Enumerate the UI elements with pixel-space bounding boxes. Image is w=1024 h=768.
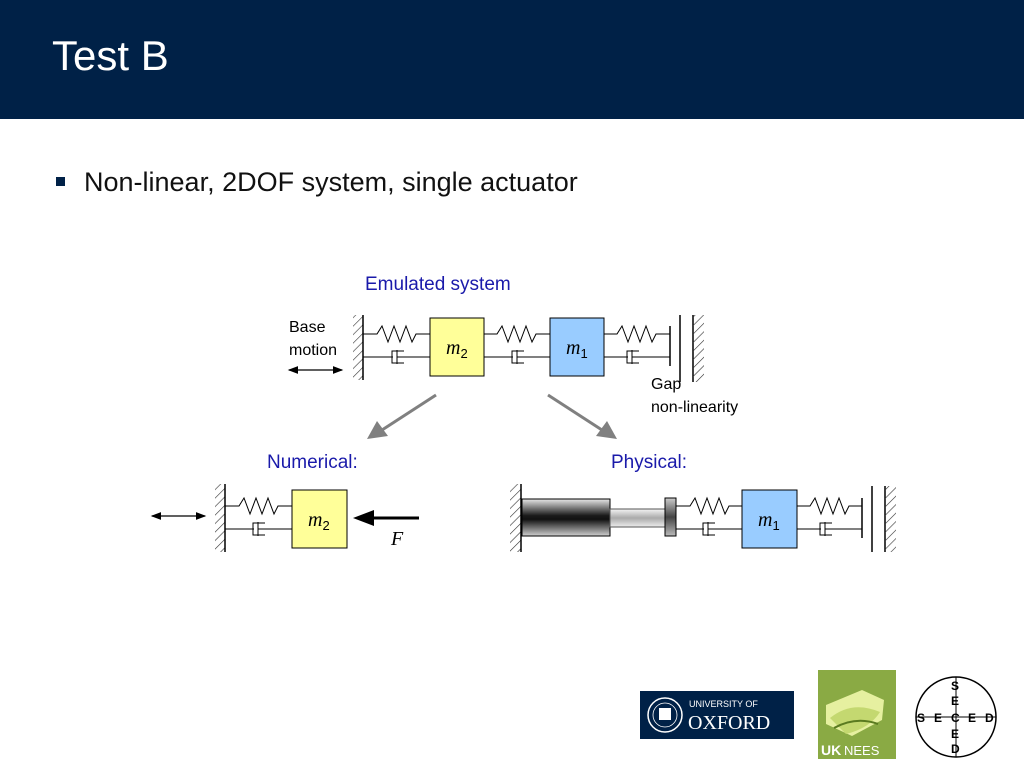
m2-numerical-label: m2 <box>308 509 330 533</box>
split-arrow-left <box>367 393 437 439</box>
oxford-logo-line2: OXFORD <box>688 712 770 734</box>
mass-m2-emulated: m2 <box>429 317 485 377</box>
force-label: F <box>390 528 404 550</box>
damper-m1-gap-physical <box>797 522 862 536</box>
oxford-logo: UNIVERSITY OF OXFORD <box>640 691 794 739</box>
seced-row-5: D <box>985 711 994 725</box>
mass-m2-numerical: m2 <box>291 489 348 549</box>
uk-nees-uk: UK <box>821 742 841 758</box>
uk-nees-nees: NEES <box>844 743 880 758</box>
damper-wall-m2 <box>363 350 430 364</box>
damper-numerical <box>225 522 292 536</box>
emulated-system-label: Emulated system <box>365 274 511 295</box>
bullet-marker <box>56 177 65 186</box>
seced-row-2: E <box>934 711 942 725</box>
seced-logo: S E C E D S E E D <box>915 676 997 758</box>
seced-row-3: C <box>951 711 960 725</box>
seced-row-4: E <box>968 711 976 725</box>
physical-label: Physical: <box>611 452 687 473</box>
uk-nees-logo: UK NEES <box>818 670 896 759</box>
m2-label: m2 <box>446 337 468 361</box>
seced-col-2: E <box>951 694 959 708</box>
m1-label: m1 <box>566 337 588 361</box>
force-arrow <box>353 510 419 526</box>
seced-col-4: E <box>951 727 959 741</box>
spring-m1-gap <box>604 324 670 344</box>
m1-physical-label: m1 <box>758 509 780 533</box>
actuator-cylinder <box>521 498 611 537</box>
numerical-label: Numerical: <box>267 452 358 473</box>
gap-label-line2: non-linearity <box>651 399 738 416</box>
gap-label-line1: Gap <box>651 376 681 393</box>
slide-title: Test B <box>52 32 169 79</box>
bullet-text: Non-linear, 2DOF system, single actuator <box>84 167 578 197</box>
mass-m1-emulated: m1 <box>549 317 605 377</box>
spring-wall-m2 <box>363 324 430 344</box>
physical-left-wall <box>510 484 522 552</box>
numerical-wall <box>215 484 226 552</box>
seced-col-1: S <box>951 679 959 693</box>
spring-m2-m1 <box>484 324 550 344</box>
seced-row-1: S <box>917 711 925 725</box>
split-arrow-right <box>547 393 617 439</box>
emulated-left-wall <box>353 315 364 380</box>
title-bar: Test B <box>0 0 1024 119</box>
emulated-right-wall <box>679 315 704 382</box>
seced-col-5: D <box>951 742 960 756</box>
base-motion-label-line1: Base <box>289 319 326 336</box>
actuator-rod <box>609 508 667 528</box>
damper-m2-m1 <box>484 350 550 364</box>
base-motion-label-line2: motion <box>289 342 337 359</box>
physical-right-wall <box>871 486 896 552</box>
actuator-piston <box>664 497 677 537</box>
spring-m1-gap-physical <box>797 496 862 516</box>
damper-m1-gap <box>604 350 670 364</box>
mass-m1-physical: m1 <box>741 489 798 549</box>
spring-numerical <box>225 496 292 516</box>
oxford-logo-line1: UNIVERSITY OF <box>689 699 758 709</box>
damper-actuator-m1 <box>676 522 742 536</box>
spring-actuator-m1 <box>676 496 742 516</box>
